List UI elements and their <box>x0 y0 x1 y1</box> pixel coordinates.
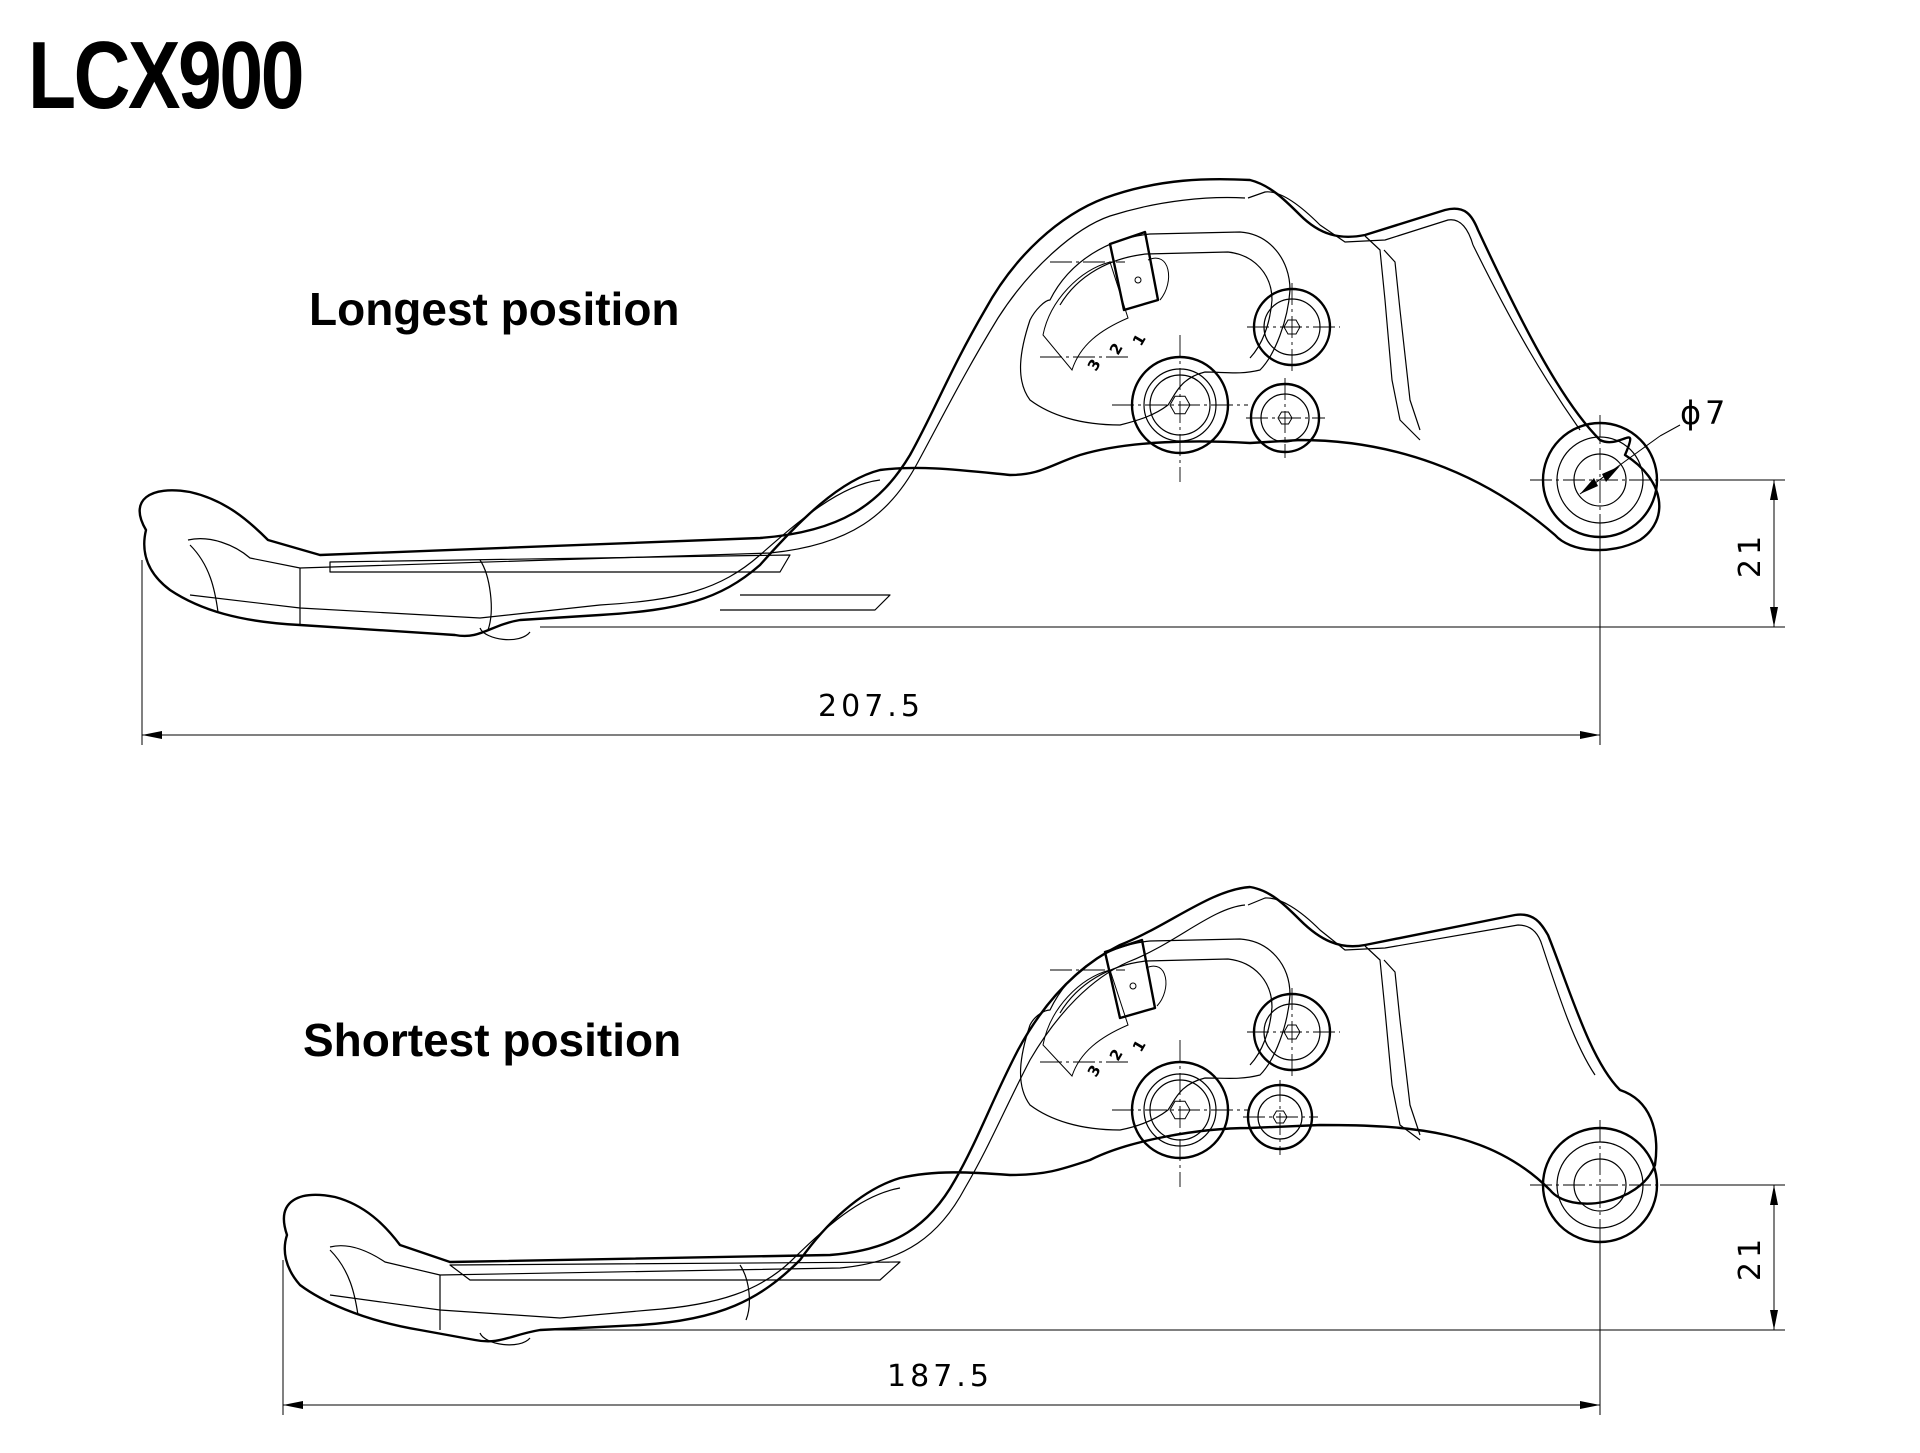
adjuster-mark-3: 3 <box>1084 356 1105 374</box>
lever-shortest-drawing: 3 2 1 <box>282 885 1665 1346</box>
adjuster-scale-shortest: 3 2 1 <box>1084 1037 1150 1080</box>
product-title: LCX900 <box>28 22 304 129</box>
bore-diameter-symbol: ϕ <box>1680 394 1705 432</box>
adjuster-mark-2: 2 <box>1106 1046 1127 1064</box>
lever-longest-drawing: 3 2 1 <box>138 177 1665 641</box>
length-dimension-longest: 207.5 <box>818 689 924 724</box>
adjuster-mark-2: 2 <box>1106 340 1127 358</box>
length-dimension-shortest: 187.5 <box>887 1359 993 1394</box>
adjuster-mark-1: 1 <box>1129 1037 1150 1055</box>
height-dimension-longest: 21 <box>1733 532 1768 578</box>
adjuster-mark-1: 1 <box>1129 331 1150 349</box>
shortest-position-label: Shortest position <box>303 1014 682 1066</box>
bore-diameter-value: 7 <box>1705 394 1729 432</box>
longest-position-label: Longest position <box>309 283 680 335</box>
adjuster-mark-3: 3 <box>1084 1062 1105 1080</box>
dimensions-shortest: 187.5 21 <box>282 1184 1785 1415</box>
dimensions-longest: 207.5 21 ϕ 7 <box>141 394 1785 745</box>
height-dimension-shortest: 21 <box>1733 1235 1768 1281</box>
